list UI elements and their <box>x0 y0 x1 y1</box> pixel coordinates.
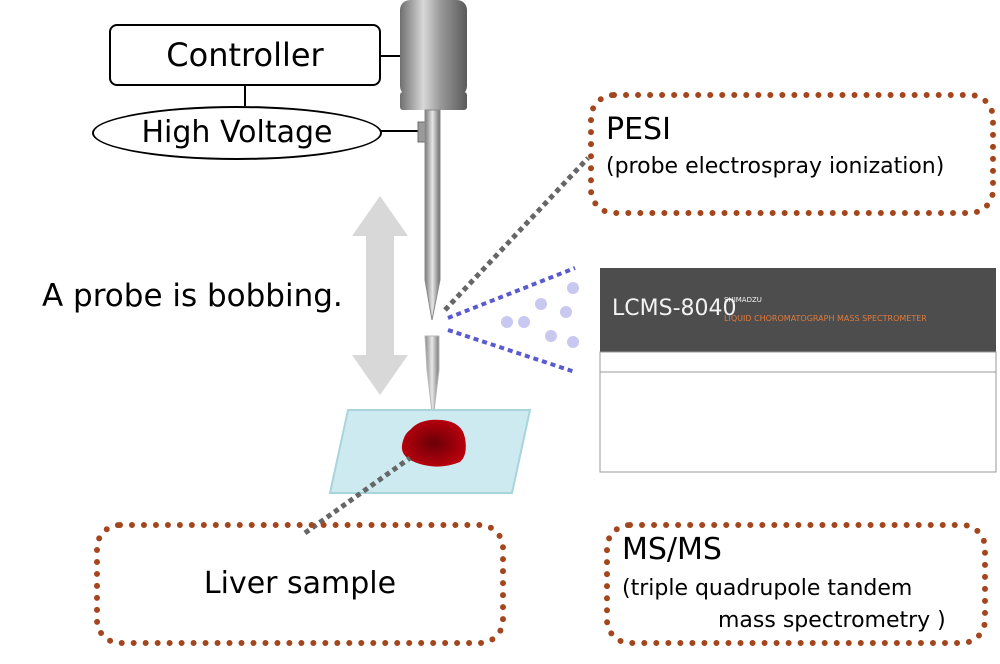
pesi-title: PESI <box>606 112 671 147</box>
probe-motion-caption: A probe is bobbing. <box>42 278 343 314</box>
msms-title: MS/MS <box>622 532 722 567</box>
controller-box <box>109 24 381 86</box>
high-voltage-ellipse <box>92 106 382 160</box>
high-voltage-label: High Voltage <box>141 115 333 150</box>
pesi-callout-box <box>588 92 996 216</box>
lcms-instrument <box>599 268 997 473</box>
liver-sample-label: Liver sample <box>203 566 397 601</box>
pesi-leader-line <box>443 156 590 312</box>
liver-sample-callout-box <box>94 522 506 646</box>
probe-holder-cylinder <box>400 0 467 143</box>
controller-label: Controller <box>166 36 324 74</box>
instrument-model-label: LCMS-8040 <box>612 296 737 321</box>
spray-upper-line <box>447 266 576 320</box>
pesi-subtitle: (probe electrospray ionization) <box>606 154 945 179</box>
instrument-brand-label: SHIMADZU <box>724 296 762 304</box>
probe-needle-lower <box>424 335 440 421</box>
msms-line1: (triple quadrupole tandem <box>622 576 913 601</box>
msms-line2: mass spectrometry ) <box>718 608 946 633</box>
probe-needle-upper <box>424 109 441 321</box>
up-down-arrow-icon <box>352 196 408 395</box>
msms-callout-box <box>604 522 988 646</box>
instrument-description-label: LIQUID CHOROMATOGRAPH MASS SPECTROMETER <box>724 314 927 323</box>
spray-lower-line <box>447 328 576 374</box>
spray-droplets <box>501 282 579 348</box>
liver-tissue <box>401 419 466 467</box>
sample-leader-line <box>303 455 412 536</box>
